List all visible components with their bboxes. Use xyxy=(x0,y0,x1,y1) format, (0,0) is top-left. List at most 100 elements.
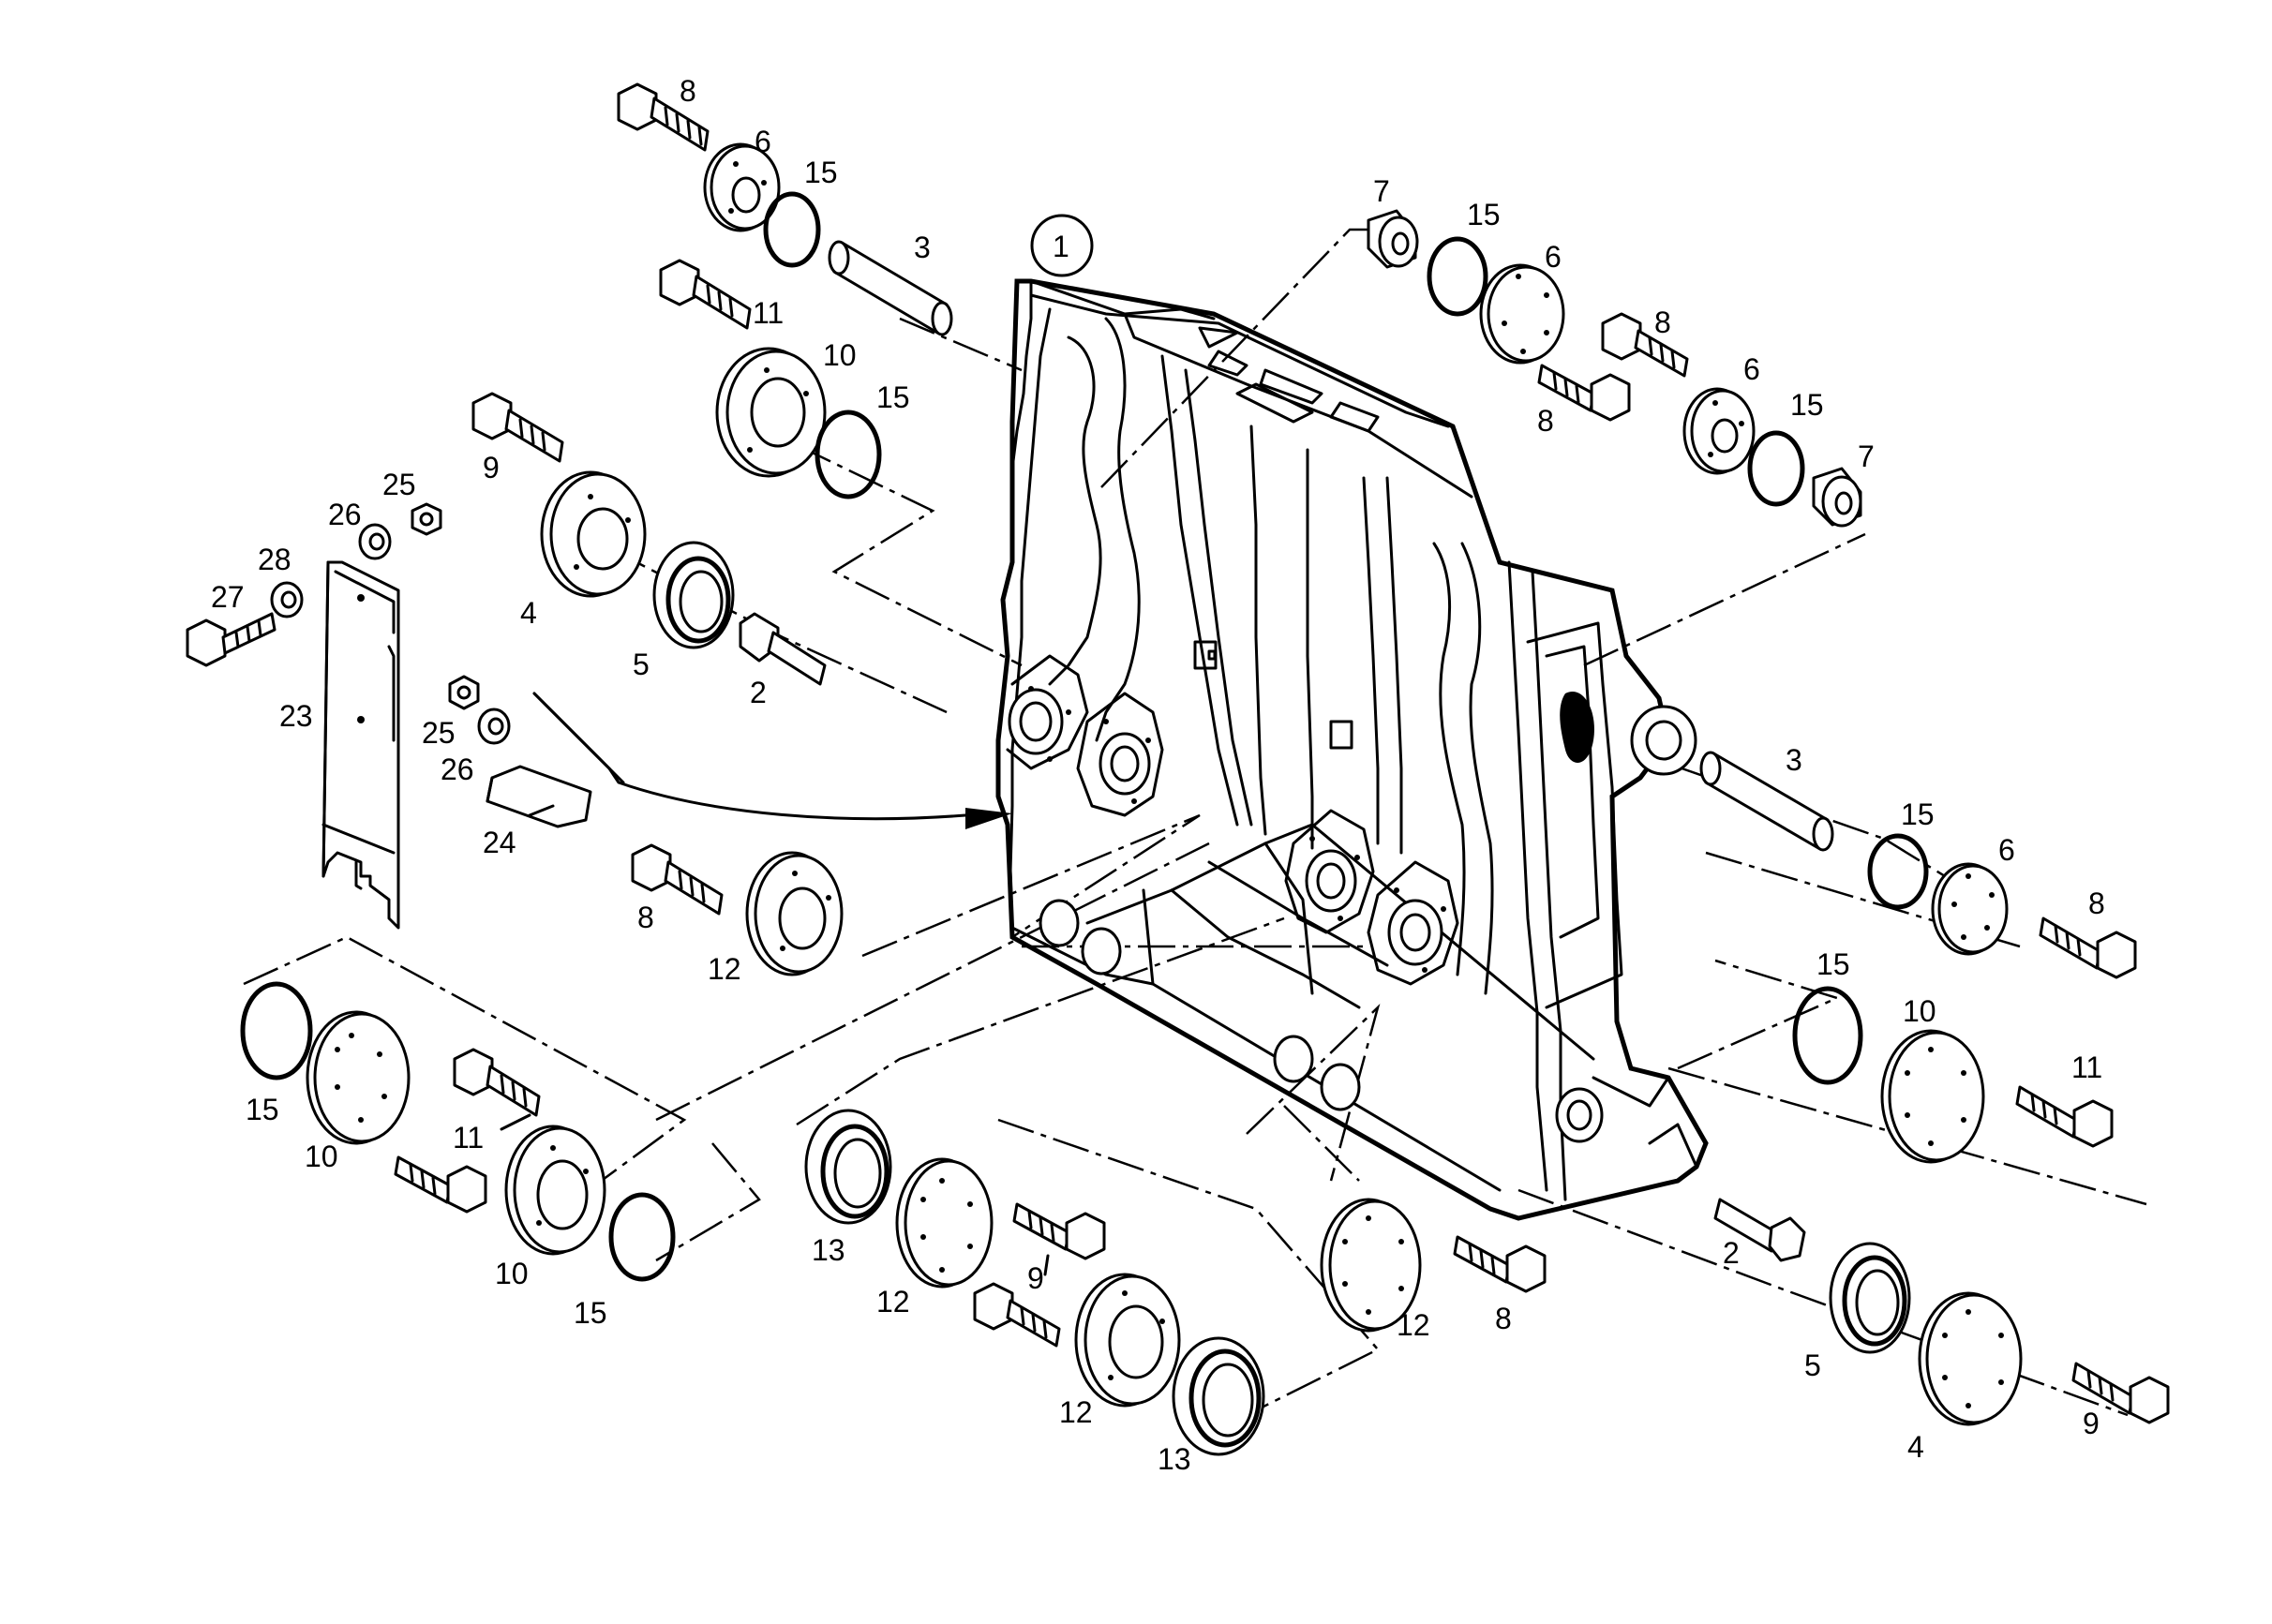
bolt-9-right xyxy=(2071,1362,2170,1424)
bushing-13-lower xyxy=(1172,1336,1265,1456)
callout-4: 4 xyxy=(1907,1430,1924,1464)
callout-8: 8 xyxy=(637,901,654,934)
o-ring-15-right xyxy=(1747,430,1805,507)
callout-15: 15 xyxy=(1901,797,1935,831)
callout-26: 26 xyxy=(441,752,474,786)
cover-4-right xyxy=(1918,1291,2023,1426)
flange-6-left xyxy=(703,142,781,232)
callout-6: 6 xyxy=(1743,352,1760,386)
flange-4-left xyxy=(540,470,647,598)
callout-8: 8 xyxy=(680,74,696,108)
bushing-5-left xyxy=(652,541,735,649)
plate-23 xyxy=(321,560,400,930)
callout-9: 9 xyxy=(1027,1261,1044,1295)
callout-5: 5 xyxy=(633,648,650,681)
callout-9: 9 xyxy=(2083,1407,2100,1440)
bushing-5-right xyxy=(1829,1242,1911,1354)
callout-27: 27 xyxy=(211,580,245,614)
callout-7: 7 xyxy=(1858,440,1875,473)
callout-26: 26 xyxy=(328,498,362,531)
frame-bore-right-middle xyxy=(1367,860,1459,986)
cover-10-bottom-left xyxy=(306,1010,411,1145)
callout-2: 2 xyxy=(750,676,767,709)
callout-28: 28 xyxy=(258,543,291,576)
bolt-11-bottom-left xyxy=(453,1048,541,1117)
callout-8: 8 xyxy=(2088,886,2105,920)
callout-labels: 1 8 6 15 3 11 10 15 9 4 5 2 25 26 28 27 … xyxy=(211,74,2105,1476)
o-ring-15-top-right xyxy=(1427,236,1488,317)
bushing-7-top xyxy=(1367,209,1419,269)
pin-2-left xyxy=(739,612,827,686)
nut-25-lower xyxy=(448,675,480,710)
callout-15: 15 xyxy=(1816,947,1850,981)
frame-bore-left-upper xyxy=(1006,654,1089,770)
bushing-7-right xyxy=(1812,467,1862,528)
cover-12-bottom-center xyxy=(895,1157,994,1289)
pin-2-right xyxy=(1713,1198,1806,1262)
callout-2: 2 xyxy=(1723,1236,1740,1270)
callout-15: 15 xyxy=(876,380,910,414)
o-ring-15-right-mid xyxy=(1867,833,1929,910)
callout-23: 23 xyxy=(279,699,313,733)
o-ring-15-right-lower xyxy=(1792,986,1863,1085)
callout-24: 24 xyxy=(483,826,516,859)
callout-15: 15 xyxy=(246,1093,279,1126)
callout-25: 25 xyxy=(422,716,456,750)
bolt-bottom-left-lower xyxy=(394,1155,487,1214)
callout-11: 11 xyxy=(2071,1050,2102,1084)
washer-26-lower xyxy=(477,708,511,745)
flange-10-bottom-left xyxy=(504,1125,606,1256)
callout-1: 1 xyxy=(1053,230,1069,263)
bolt-8-top xyxy=(617,82,710,152)
frame-bore-left-lower xyxy=(1039,899,1122,976)
washer-26-upper xyxy=(358,523,392,560)
callout-15: 15 xyxy=(1467,198,1501,231)
callout-12: 12 xyxy=(708,952,741,986)
callout-ticks xyxy=(500,804,1050,1276)
bolt-8-top-right-lower xyxy=(1537,364,1631,422)
flange-12-bottom-center xyxy=(1074,1273,1181,1408)
callout-12: 12 xyxy=(1059,1395,1093,1429)
o-ring-15-bottom-left xyxy=(240,981,313,1080)
bolt-9-left xyxy=(471,392,564,463)
bolt-8-right-mid xyxy=(2039,916,2137,979)
callout-15: 15 xyxy=(1790,388,1824,422)
cover-12-bottom-right xyxy=(1320,1198,1422,1333)
callout-10: 10 xyxy=(823,338,857,372)
bolt-11-right xyxy=(2015,1085,2114,1148)
callout-8: 8 xyxy=(1654,305,1671,339)
pin-3-left xyxy=(828,240,953,336)
frame-bore-right-upper xyxy=(1284,809,1375,934)
bolt-8-top-right-upper xyxy=(1601,312,1689,378)
callout-9: 9 xyxy=(483,451,500,484)
flange-10-left-top xyxy=(715,347,827,478)
callout-13: 13 xyxy=(1158,1442,1191,1476)
callout-10: 10 xyxy=(495,1257,529,1290)
callout-25: 25 xyxy=(382,468,416,501)
plate-24 xyxy=(486,765,592,828)
flange-6-right-mid xyxy=(1931,862,2009,956)
o-ring-15-left-mid xyxy=(815,410,882,499)
bolt-8-mid-left xyxy=(631,843,724,916)
bolt-9-bottom-center xyxy=(1012,1202,1106,1260)
bolt-11-top-left xyxy=(659,259,752,330)
callout-6: 6 xyxy=(1998,833,2015,867)
callout-10: 10 xyxy=(1903,994,1936,1028)
callout-11: 11 xyxy=(753,296,784,330)
callout-11: 11 xyxy=(453,1121,484,1155)
callout-6: 6 xyxy=(755,125,771,158)
callout-15: 15 xyxy=(574,1296,607,1330)
flange-6-top-right xyxy=(1479,263,1565,365)
bolt-bottom-center-lower xyxy=(973,1282,1061,1348)
assembly-arrow xyxy=(532,692,1012,829)
callout-3: 3 xyxy=(1786,743,1802,777)
pin-3-right xyxy=(1699,751,1834,852)
washer-28 xyxy=(270,581,304,618)
callout-12: 12 xyxy=(876,1285,910,1319)
callout-7: 7 xyxy=(1373,174,1390,208)
bushing-13-upper xyxy=(804,1109,892,1225)
callout-8: 8 xyxy=(1495,1302,1512,1335)
bolt-8-bottom-right-center xyxy=(1453,1235,1547,1293)
